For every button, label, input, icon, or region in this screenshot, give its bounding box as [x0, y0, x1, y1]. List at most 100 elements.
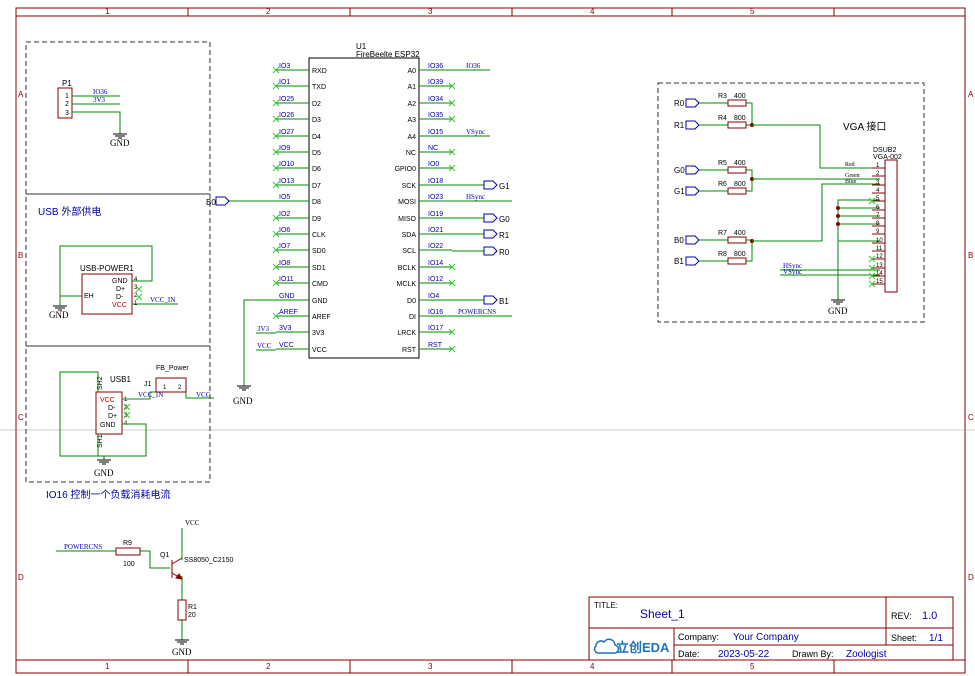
u1-left-net: IO8 [279, 260, 290, 267]
load-net-powercns: POWERCNS [64, 543, 102, 551]
port-g1: G1 [483, 180, 510, 191]
vga-resistor[interactable]: R8 800 [718, 251, 747, 265]
usb-power-body[interactable] [81, 273, 133, 315]
u1-left-net: VCC [279, 342, 294, 349]
no-connect-mark [272, 214, 280, 222]
q1-transistor[interactable] [171, 557, 183, 580]
u1-left-net: IO7 [279, 243, 290, 250]
vga-resistor-ref: R8 [718, 251, 727, 258]
no-connect-mark [272, 66, 280, 74]
gnd-label: GND [49, 310, 69, 320]
no-connect-mark [448, 345, 456, 353]
r9-ref: R9 [123, 540, 132, 547]
r9-resistor[interactable]: R9 100 [115, 540, 141, 568]
vga-resistor-ref: R4 [718, 115, 727, 122]
u1-left-pin: CLK [312, 232, 326, 239]
row-label: A [18, 90, 24, 99]
usb1-sh1: SH1 [97, 434, 104, 448]
company-value: Your Company [733, 632, 799, 643]
usb-power-eh: EH [84, 293, 94, 300]
j1-ref: J1 [144, 381, 152, 388]
usb-power-pin-dp: D+ [116, 286, 125, 293]
col-label: 5 [750, 662, 755, 671]
vga-net-vsync: VSync [783, 268, 802, 276]
row-label: C [18, 413, 24, 422]
u1-ref: U1 [356, 42, 367, 51]
dsub2-pin-num: 15 [876, 279, 883, 285]
outer-frame [15, 7, 966, 674]
gnd-label: GND [94, 468, 114, 478]
row-label: C [968, 413, 974, 422]
no-connect-mark [448, 99, 456, 107]
vga-port: B0 [674, 235, 700, 245]
usb1-body[interactable] [95, 391, 123, 435]
usb1-ref: USB1 [110, 375, 131, 384]
vga-resistor-val: 400 [734, 160, 746, 167]
u1-right-net: IO0 [428, 161, 439, 168]
u1-right-pin: D0 [407, 298, 416, 305]
no-connect-mark [868, 272, 876, 280]
u1-left-net: IO13 [279, 178, 294, 185]
p1-net-3v3: 3V3 [93, 96, 106, 104]
dsub2-body[interactable] [884, 159, 898, 293]
u1-left-net: IO1 [279, 79, 290, 86]
usb-power-pin-num: 4 [134, 277, 138, 283]
vga-port-label: R0 [674, 99, 685, 108]
dsub2-pin-num: 12 [876, 254, 883, 260]
r1-resistor[interactable]: R1 20 [177, 599, 197, 621]
r1-val: 20 [188, 612, 196, 619]
usb1-group-box [25, 345, 211, 483]
u1-left-pin: D9 [312, 216, 321, 223]
dsub2-pin-num: 5 [876, 196, 880, 202]
u1-left-pin: GND [312, 298, 328, 305]
dsub2-pin-num: 1 [876, 163, 880, 169]
vga-port-label: G0 [674, 166, 685, 175]
u1-left-net: AREF [279, 309, 298, 316]
u1-right-net: NC [428, 145, 438, 152]
u1-right-net: IO15 [428, 129, 443, 136]
u1-right-net: IO18 [428, 178, 443, 185]
u1-right-net: IO21 [428, 227, 443, 234]
vga-resistor-val: 800 [734, 181, 746, 188]
sheet-label: Sheet: [891, 633, 917, 643]
u1-ext-io36: IO36 [466, 62, 481, 70]
u1-left-net: IO2 [279, 211, 290, 218]
dsub2-ref: DSUB2 [873, 147, 896, 154]
p1-connector[interactable]: P1 1 2 3 [57, 79, 73, 119]
p1-ref: P1 [62, 79, 72, 88]
vga-port-label: R1 [674, 121, 685, 130]
r1-ref: R1 [188, 604, 197, 611]
u1-right-net: IO35 [428, 112, 443, 119]
vga-port-label: G1 [674, 187, 685, 196]
vga-resistor[interactable]: R4 800 [718, 115, 747, 129]
usb1-pin-num: 1 [124, 397, 128, 403]
no-connect-mark [272, 99, 280, 107]
u1-body[interactable] [308, 57, 420, 359]
load-vcc: VCC [185, 519, 200, 527]
u1-left-pin: D5 [312, 150, 321, 157]
port-r0-label: R0 [499, 248, 510, 257]
fb-power-jumper[interactable]: FB_Power J1 1 2 [144, 365, 189, 393]
u1-right-net: RST [428, 342, 443, 349]
j1-pin-num: 1 [163, 385, 167, 391]
u1-left-pin: D7 [312, 183, 321, 190]
vga-resistor-val: 800 [734, 115, 746, 122]
junction-dot [836, 222, 840, 226]
usb-power-pin-vcc: VCC [112, 302, 127, 309]
u1-right-net: IO22 [428, 243, 443, 250]
no-connect-mark [272, 115, 280, 123]
vga-resistor-ref: R7 [718, 230, 727, 237]
vga-resistor-val: 800 [734, 251, 746, 258]
usb1-net-vcc: VCC [196, 391, 211, 399]
usb-power-pin-dm: D- [116, 294, 124, 301]
u1-right-pin: MCLK [397, 281, 417, 288]
vga-port-label: B1 [674, 257, 684, 266]
no-connect-mark [448, 263, 456, 271]
vga-group-box [657, 82, 925, 323]
load-title: IO16 控制一个负载消耗电流 [46, 488, 170, 501]
u1-net-powercns: POWERCNS [458, 308, 496, 316]
